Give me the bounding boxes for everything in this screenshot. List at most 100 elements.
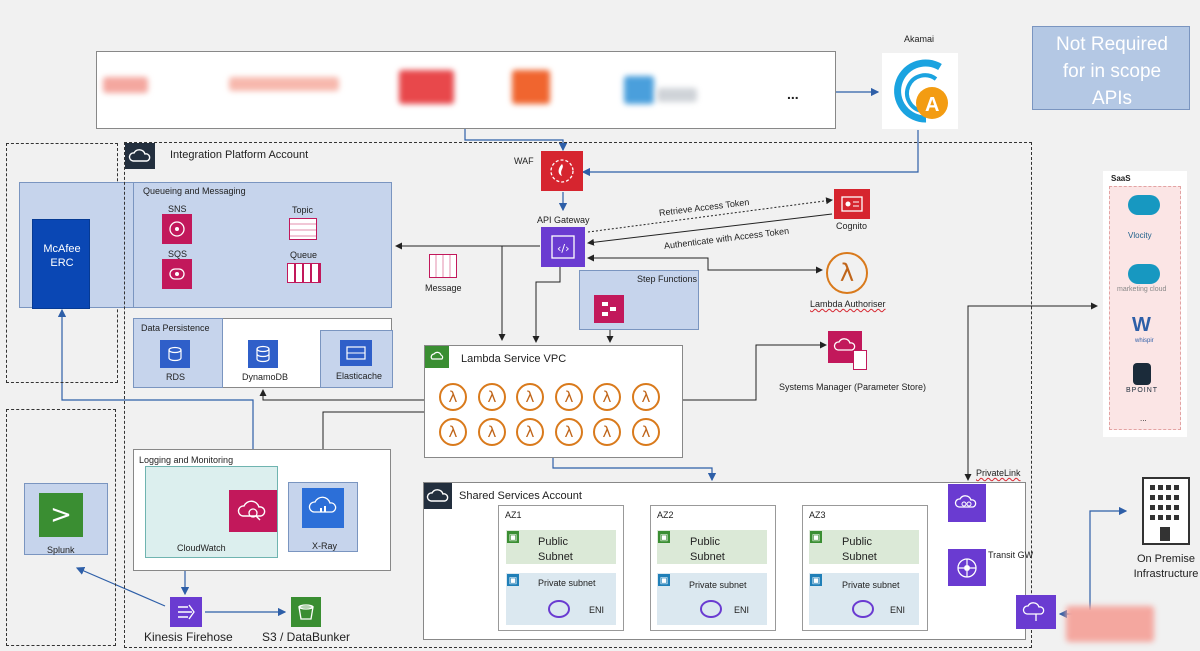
lambda-function-icon: λ — [632, 383, 660, 411]
line-cognito-apigw — [587, 213, 833, 246]
az3-label: AZ3 — [809, 510, 826, 520]
step-functions-label: Step Functions — [637, 274, 698, 284]
step-functions-icon — [594, 295, 624, 323]
splunk-label: Splunk — [47, 545, 75, 555]
eni-icon — [700, 600, 722, 618]
xray-icon — [302, 488, 344, 528]
line-lambda-shared — [552, 458, 717, 482]
lambda-authoriser-label: Lambda Authoriser — [810, 299, 886, 309]
az2-private-label: Private subnet — [689, 580, 747, 590]
mcafee-label: McAfee ERC — [43, 243, 81, 269]
saas-label: SaaS — [1111, 174, 1131, 183]
clients-ellipsis: ... — [787, 86, 799, 102]
saas-list — [1109, 186, 1181, 430]
integration-platform-label: Integration Platform Account — [170, 149, 309, 161]
lambda-function-icon: λ — [516, 418, 544, 446]
lambda-function-icon: λ — [555, 418, 583, 446]
shared-cloud-icon — [424, 483, 452, 509]
transit-gw-label: Transit GW — [988, 550, 1034, 560]
lambda-function-icon: λ — [439, 383, 467, 411]
whispir-logo: W — [1132, 314, 1151, 336]
redacted-client-6 — [657, 88, 697, 102]
lambda-function-icon: λ — [593, 418, 621, 446]
marketing-cloud-label: marketing cloud — [1117, 286, 1167, 293]
building-icon — [1142, 477, 1190, 545]
eni-icon — [548, 600, 570, 618]
lock-icon: ▣ — [810, 574, 822, 586]
elasticache-label: Elasticache — [336, 371, 383, 381]
not-required-text: Not Required for in scope APIs — [1056, 34, 1168, 109]
akamai-logo: A — [882, 53, 958, 129]
kinesis-label: Kinesis Firehose — [144, 630, 233, 644]
parameter-store-icon — [853, 350, 867, 370]
line-privatelink-saas — [964, 302, 1098, 481]
redacted-onprem — [1066, 606, 1154, 642]
az1-eni-label: ENI — [589, 605, 605, 615]
cognito-icon — [834, 189, 870, 219]
data-persistence-label: Data Persistence — [141, 323, 210, 333]
integration-platform-account — [124, 142, 1032, 648]
lock-icon: ▣ — [507, 531, 519, 543]
az3-public-subnet — [809, 530, 919, 564]
az2-eni-label: ENI — [734, 605, 750, 615]
queue-icon — [287, 263, 321, 283]
lambda-function-icon: λ — [516, 383, 544, 411]
az2-label: AZ2 — [657, 510, 674, 520]
az1-label: AZ1 — [505, 510, 522, 520]
az2-public-label: Public Subnet — [690, 536, 725, 563]
dynamodb-icon — [248, 340, 278, 368]
az1-private-label: Private subnet — [538, 578, 596, 588]
eni-icon — [852, 600, 874, 618]
bpoint-label: BPOINT — [1126, 387, 1159, 394]
topic-label: Topic — [292, 205, 314, 215]
api-gateway-icon: ‹/› — [541, 227, 585, 267]
az3-public-label: Public Subnet — [842, 536, 877, 563]
sns-label: SNS — [168, 204, 187, 214]
line-clients-waf — [464, 128, 568, 152]
lambda-function-icon: λ — [555, 383, 583, 411]
lambda-authoriser-icon: λ — [826, 252, 868, 294]
xray-label: X-Ray — [312, 541, 338, 551]
lock-icon: ▣ — [658, 531, 670, 543]
logging-label: Logging and Monitoring — [139, 455, 234, 465]
cloud-icon — [125, 143, 155, 169]
sns-icon — [162, 214, 192, 244]
transit-gateway-icon — [948, 549, 986, 586]
line-kinesis-splunk — [75, 566, 166, 607]
line-apigw-cognito — [587, 197, 833, 233]
lambda-function-icon: λ — [478, 418, 506, 446]
elasticache-icon — [340, 340, 372, 366]
shared-services-label: Shared Services Account — [459, 490, 582, 502]
line-apigw-lambda2 — [532, 267, 561, 343]
lambda-vpc-label: Lambda Service VPC — [461, 353, 567, 365]
queueing-box — [133, 182, 392, 308]
line-lambda-ssm — [683, 341, 827, 401]
not-required-note: Not Required for in scope APIs — [1032, 26, 1190, 110]
line-cloudwatch-mcafee — [57, 308, 254, 492]
salesforce-mc-logo — [1128, 264, 1160, 284]
bpoint-logo — [1133, 363, 1151, 385]
lock-icon: ▣ — [507, 574, 519, 586]
az3-private-label: Private subnet — [842, 580, 900, 590]
clients-panel: ... — [96, 51, 836, 129]
lambda-function-icon: λ — [593, 383, 621, 411]
line-router-building — [1089, 506, 1128, 610]
splunk-account — [6, 409, 116, 646]
redacted-client-5 — [624, 76, 654, 104]
svg-text:‹/›: ‹/› — [557, 242, 570, 255]
rds-label: RDS — [166, 372, 186, 382]
privatelink-label: PrivateLink — [976, 468, 1021, 478]
redacted-client-2 — [229, 77, 339, 91]
salesforce-logo — [1128, 195, 1160, 215]
cloudwatch-label: CloudWatch — [177, 543, 226, 553]
vlocity-label: Vlocity — [1128, 231, 1152, 240]
lambda-function-icon: λ — [439, 418, 467, 446]
lambda-function-icon: λ — [632, 418, 660, 446]
topic-icon — [289, 218, 317, 240]
saas-more: ... — [1140, 414, 1147, 423]
whispir-label: whispir — [1135, 338, 1154, 344]
az1-public-label: Public Subnet — [538, 536, 573, 563]
rds-icon — [160, 340, 190, 368]
vpn-gateway-icon — [1016, 595, 1056, 629]
s3-label: S3 / DataBunker — [262, 630, 351, 644]
